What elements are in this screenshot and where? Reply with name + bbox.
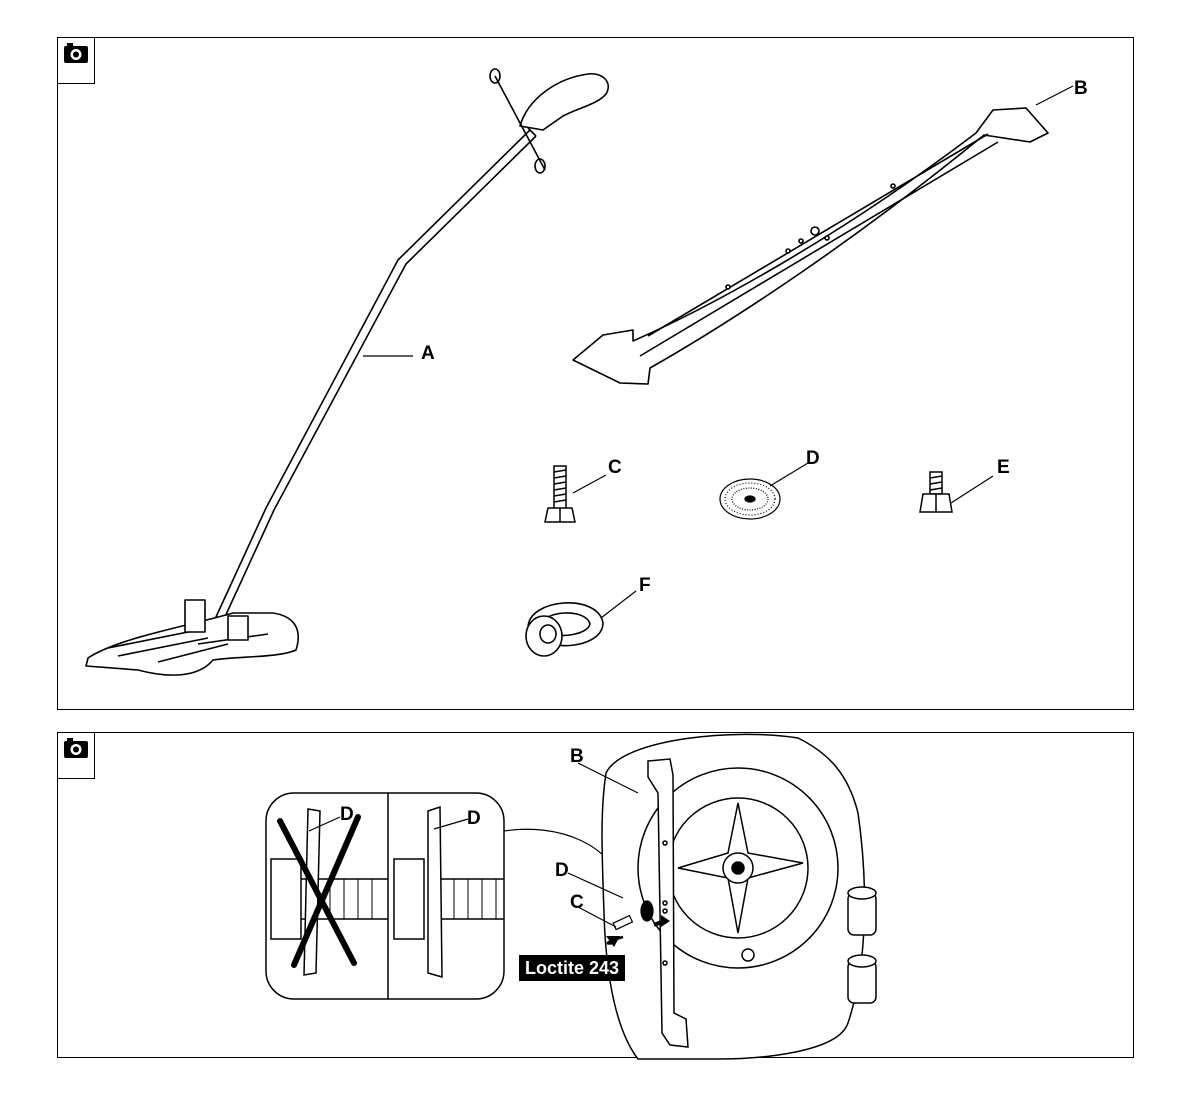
bolt-part-c: [545, 466, 575, 522]
blade-part-b: [573, 108, 1048, 384]
parts-illustration: [58, 38, 1135, 711]
mounting-illustration: [58, 733, 1135, 1059]
label-e: E: [997, 458, 1010, 477]
handle-part-a: [86, 69, 608, 675]
figure-panel-parts: A B C D E F: [57, 37, 1134, 710]
label-d-wrong: D: [340, 805, 354, 824]
label-d-main: D: [555, 861, 569, 880]
figure-panel-blade-mounting: B D D D C Loctite 243: [57, 732, 1134, 1058]
label-d-right: D: [467, 809, 481, 828]
bolt-part-e: [920, 472, 952, 512]
label-f: F: [639, 576, 651, 595]
label-c-mounting: C: [570, 893, 584, 912]
label-b: B: [1074, 79, 1088, 98]
loctite-label: Loctite 243: [519, 955, 625, 981]
label-c: C: [608, 458, 622, 477]
label-d: D: [806, 449, 820, 468]
label-a: A: [421, 344, 435, 363]
mower-deck: [602, 734, 876, 1059]
eyenut-part-f: [526, 603, 603, 656]
label-b-mounting: B: [570, 747, 584, 766]
